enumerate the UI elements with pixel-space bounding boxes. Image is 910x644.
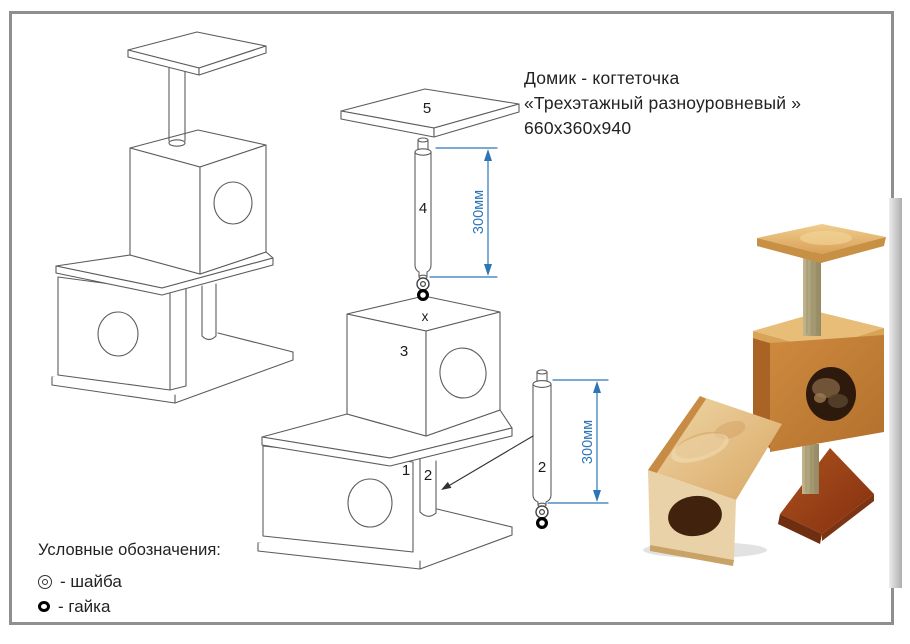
washer-icon xyxy=(38,574,52,589)
nut-icon xyxy=(38,601,50,612)
photo-lower-pole xyxy=(802,444,819,494)
assembled-view-drawing xyxy=(51,31,294,404)
leader-arrow xyxy=(441,435,534,490)
part-label-5: 5 xyxy=(423,100,431,117)
title-line-3: 660х360х940 xyxy=(524,118,632,138)
legend-item-nut: - гайка xyxy=(38,594,221,619)
title-line-1: Домик - когтеточка xyxy=(524,68,680,88)
product-title: Домик - когтеточка «Трехэтажный разноуро… xyxy=(524,66,884,141)
part-label-3: 3 xyxy=(400,343,408,360)
washer-icon xyxy=(416,277,430,291)
legend-nut-label: - гайка xyxy=(58,596,111,616)
dimension-label-upper: 300мм xyxy=(471,190,487,234)
photo-lower-cube xyxy=(648,396,782,566)
photo-top-platform xyxy=(757,224,886,263)
photo-lower-hole xyxy=(668,495,722,537)
nut-icon xyxy=(535,516,548,529)
legend-item-washer: - шайба xyxy=(38,569,221,594)
photo-base-board xyxy=(778,448,874,544)
nut-icon xyxy=(417,289,430,302)
photo-upper-cube xyxy=(753,312,884,452)
dimension-upper-pole xyxy=(429,147,498,278)
part-label-2-detail: 2 xyxy=(538,459,546,476)
photo-upper-pole xyxy=(803,252,821,336)
photo-edge-band xyxy=(889,198,902,588)
part-label-1: 1 xyxy=(402,462,410,479)
part-label-4: 4 xyxy=(419,200,427,217)
dimension-label-lower: 300мм xyxy=(580,420,596,464)
exploded-view-drawing xyxy=(257,88,520,570)
legend-heading: Условные обозначения: xyxy=(38,541,221,559)
hole-mark-label: x xyxy=(422,309,429,324)
dimension-lower-pole xyxy=(547,379,609,504)
upper-pole-drawing xyxy=(414,137,432,280)
legend-washer-label: - шайба xyxy=(60,571,122,591)
title-line-2: «Трехэтажный разноуровневый » xyxy=(524,93,802,113)
legend: Условные обозначения: - шайба - гайка xyxy=(38,541,221,619)
pole-detail-drawing xyxy=(532,369,552,529)
part-label-2: 2 xyxy=(424,467,432,484)
